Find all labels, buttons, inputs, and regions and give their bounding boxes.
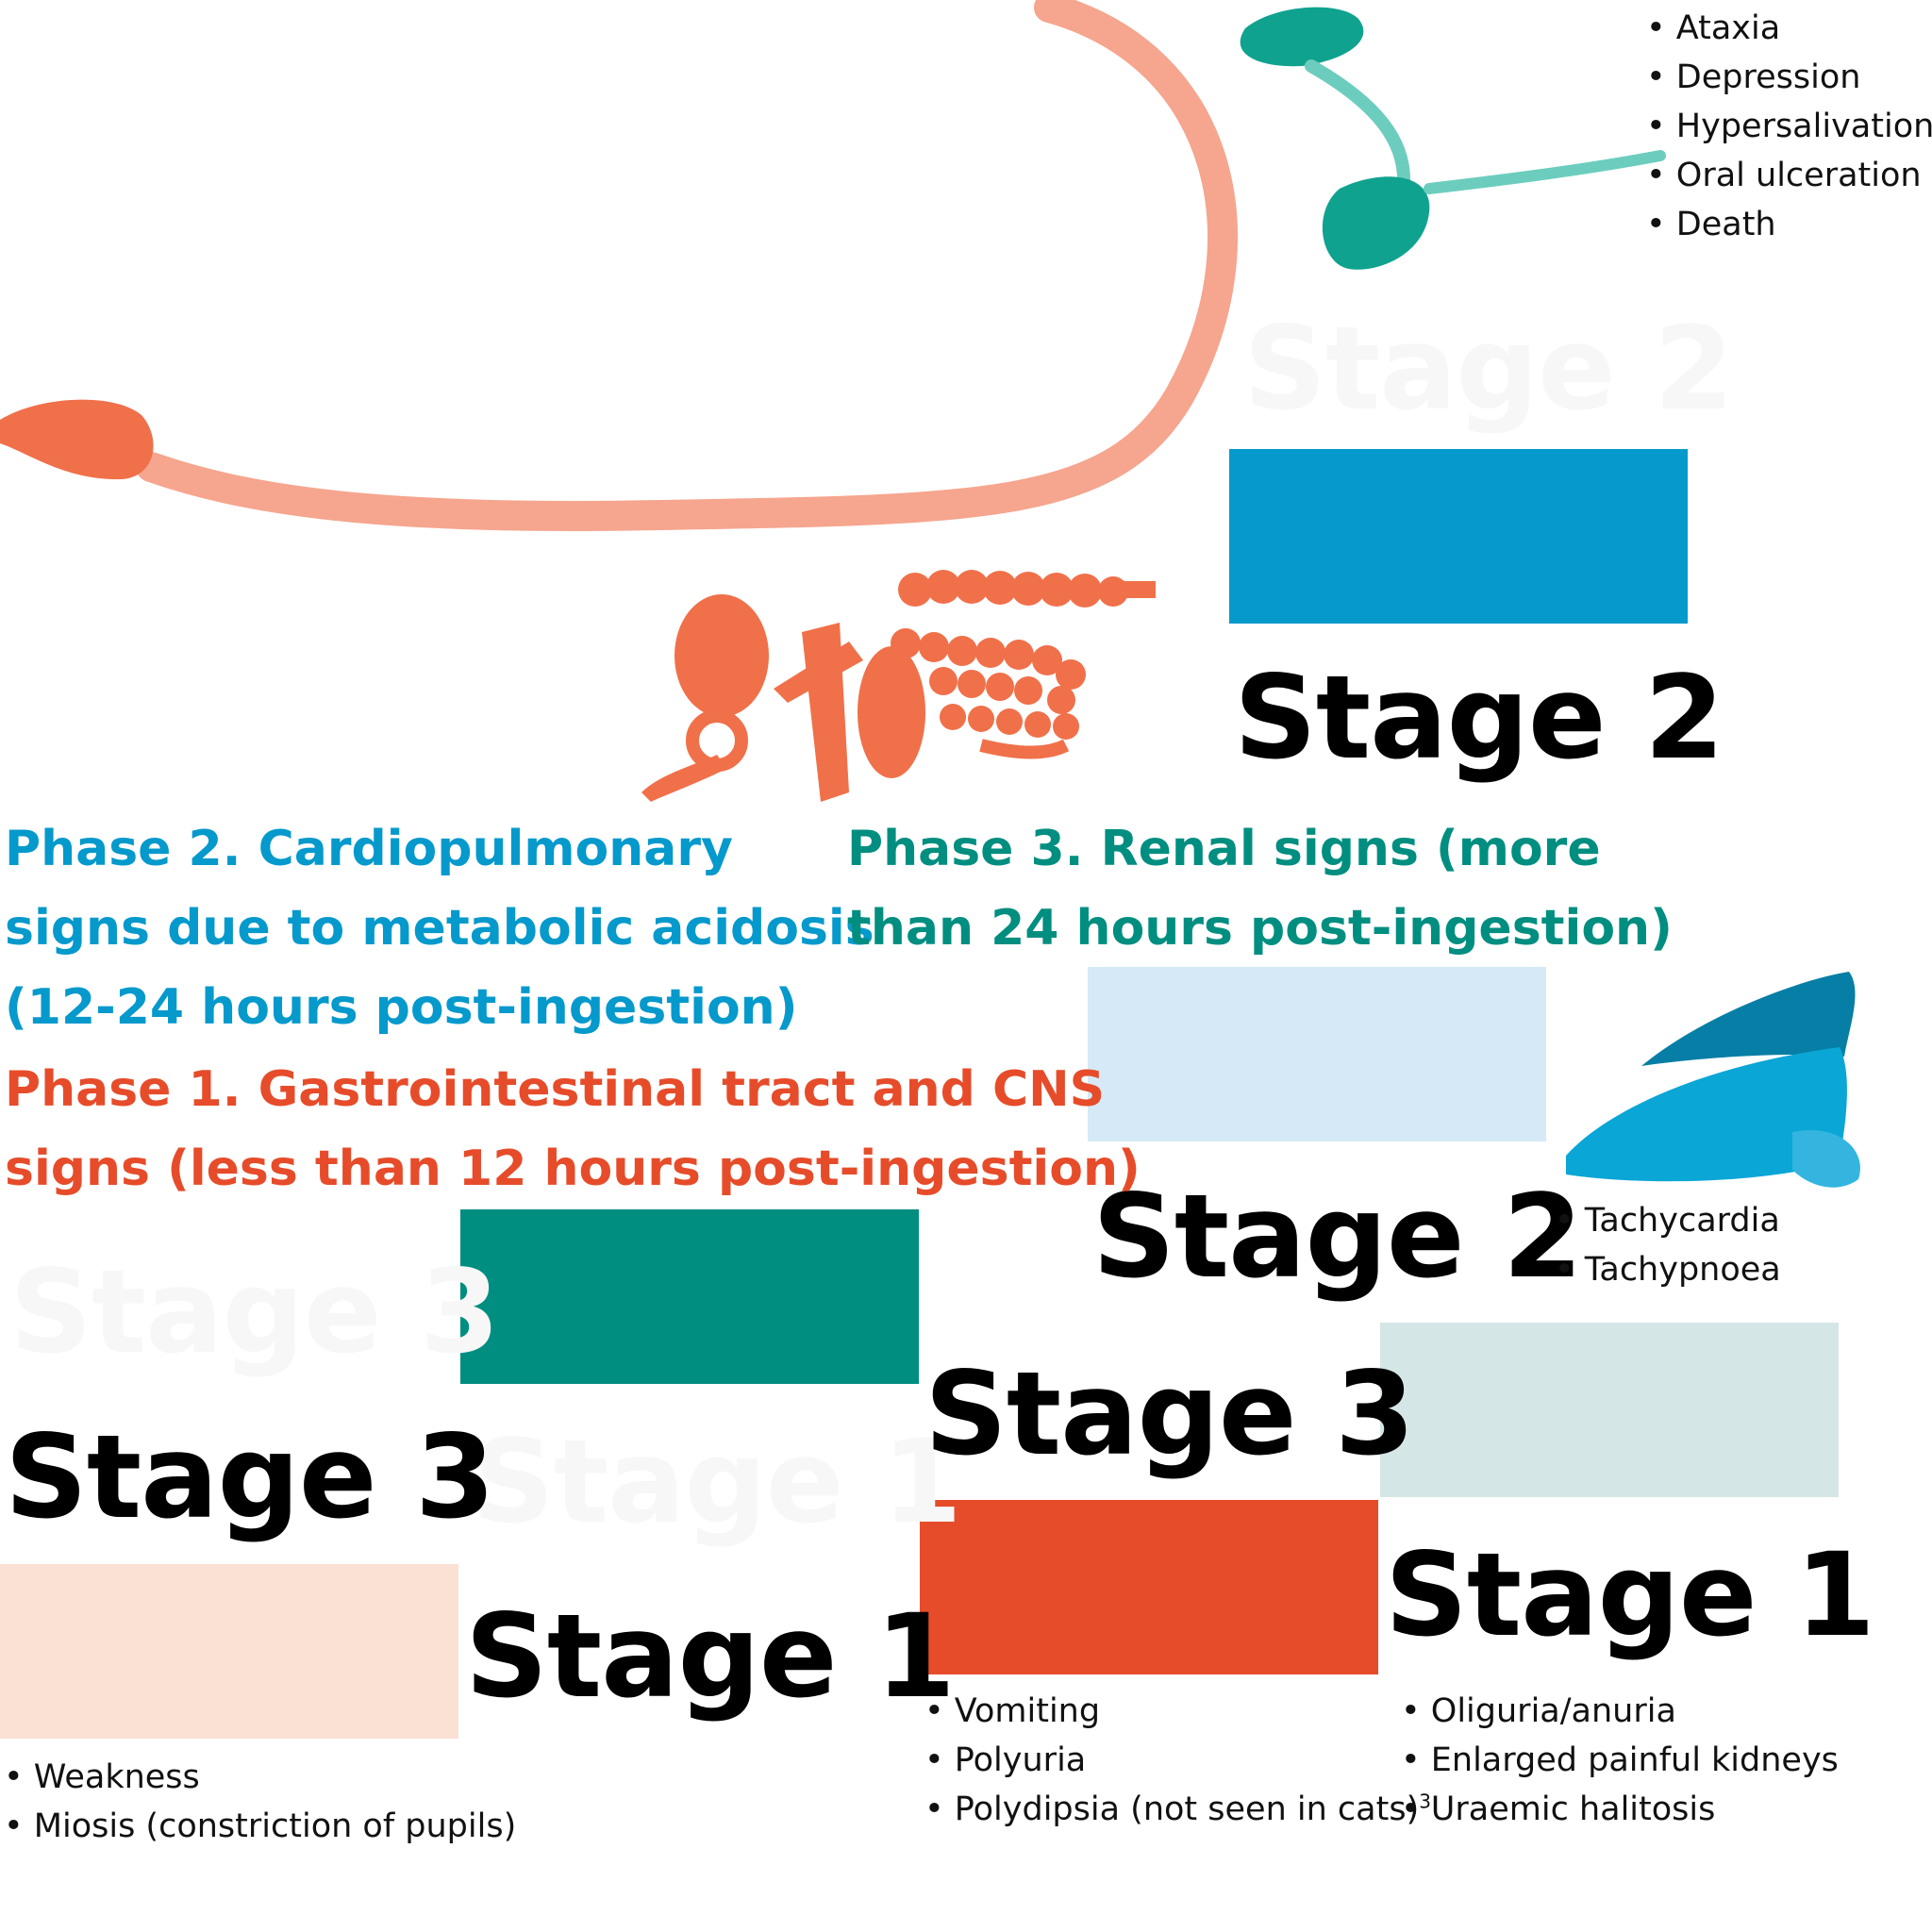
renal-symptom-list: Oliguria/anuria Enlarged painful kidneys…: [1401, 1687, 1839, 1834]
list-item: Enlarged painful kidneys: [1401, 1736, 1839, 1785]
stage1-label-right: Stage 1: [1385, 1528, 1875, 1662]
stage3-label-center: Stage 3: [924, 1347, 1415, 1481]
list-item: Polyuria: [924, 1736, 1431, 1785]
stage2-ghost-label: Stage 2: [1243, 302, 1734, 436]
stage3-label-left: Stage 3: [5, 1410, 495, 1544]
phase1-line2: signs (less than 12 hours post-ingestion…: [5, 1141, 1141, 1197]
phase3-heading: Phase 3. Renal signs (more than 24 hours…: [847, 809, 1673, 968]
phase3-line1: Phase 3. Renal signs (more: [847, 821, 1601, 877]
list-item: Uraemic halitosis: [1401, 1785, 1839, 1834]
gastrointestinal-icon: [641, 570, 1156, 802]
list-item: Hypersalivation: [1646, 102, 1932, 151]
stage2-bar-blue: [1229, 449, 1688, 624]
stage2-label-middle: Stage 2: [1092, 1170, 1583, 1304]
stage2-label-top: Stage 2: [1234, 651, 1724, 785]
phase3-line2: than 24 hours post-ingestion): [847, 900, 1673, 957]
stage1-bar-peach: [0, 1564, 458, 1739]
weakness-symptom-list: Weakness Miosis (constriction of pupils): [4, 1753, 516, 1851]
phase2-line2: signs due to metabolic acidosis: [5, 900, 874, 957]
list-item: Polydipsia (not seen in cats)3: [924, 1785, 1431, 1834]
cns-symptom-list: Ataxia Depression Hypersalivation Oral u…: [1646, 4, 1932, 249]
list-item: Miosis (constriction of pupils): [4, 1802, 516, 1851]
list-item: Vomiting: [924, 1687, 1431, 1736]
stage1-label-left: Stage 1: [465, 1590, 956, 1724]
lung-icon: [1566, 972, 1860, 1188]
esophagus-icon: [0, 0, 1238, 531]
list-item: Oral ulceration: [1646, 151, 1932, 200]
list-item: Weakness: [4, 1753, 516, 1802]
stage3-bar-teal: [460, 1209, 919, 1384]
cardio-symptom-list: Tachycardia Tachypnoea: [1555, 1196, 1781, 1294]
stage1-ghost-label: Stage 1: [472, 1415, 962, 1549]
list-item: Tachycardia: [1555, 1196, 1781, 1245]
stage2-bar-light-blue: [1088, 967, 1546, 1141]
phase1-line1: Phase 1. Gastrointestinal tract and CNS: [5, 1061, 1106, 1118]
stage3-bar-light-teal: [1380, 1323, 1839, 1497]
list-item: Tachypnoea: [1555, 1245, 1781, 1294]
list-item: Depression: [1646, 53, 1932, 102]
polydipsia-text: Polydipsia (not seen in cats): [954, 1790, 1420, 1828]
phase1-heading: Phase 1. Gastrointestinal tract and CNS …: [5, 1050, 1141, 1208]
list-item: Ataxia: [1646, 4, 1932, 53]
phase2-heading: Phase 2. Cardiopulmonary signs due to me…: [5, 809, 874, 1047]
gi-symptom-list: Vomiting Polyuria Polydipsia (not seen i…: [924, 1687, 1431, 1834]
list-item: Oliguria/anuria: [1401, 1687, 1839, 1736]
phase2-line3: (12-24 hours post-ingestion): [5, 979, 798, 1036]
kidney-icon: [1240, 7, 1666, 270]
stage1-bar-red: [920, 1500, 1378, 1674]
stage3-ghost-label: Stage 3: [9, 1245, 500, 1379]
phase2-line1: Phase 2. Cardiopulmonary: [5, 821, 733, 877]
list-item: Death: [1646, 200, 1932, 249]
